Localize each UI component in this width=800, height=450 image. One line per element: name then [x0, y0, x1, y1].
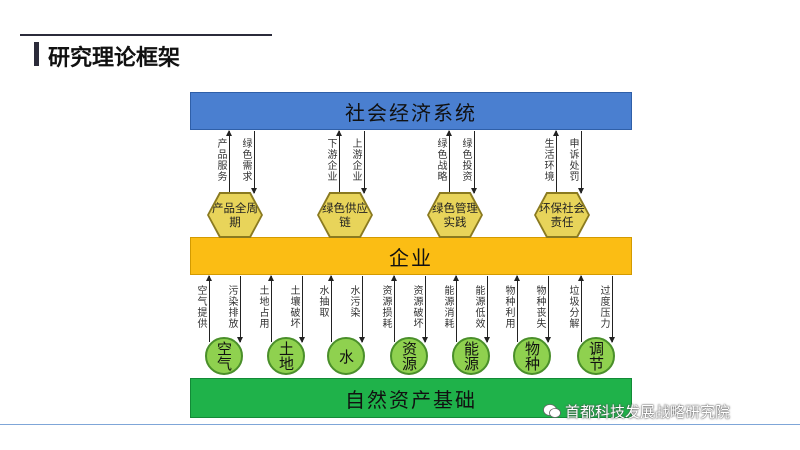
- circle-6: 物种: [513, 337, 551, 375]
- hexagon-down-label: 申诉处罚: [567, 138, 578, 182]
- arrow-down: [609, 276, 615, 343]
- hexagon-3: 绿色管理实践: [429, 194, 481, 236]
- arrow-up: [391, 275, 397, 342]
- arrow-up: [553, 130, 559, 193]
- hexagon-2: 绿色供应链: [319, 194, 371, 236]
- footer-rule: [0, 424, 800, 425]
- arrow-up: [226, 130, 232, 193]
- enterprise-band: 企业: [190, 237, 632, 275]
- arrow-up: [328, 275, 334, 342]
- hexagon-1: 产品全周期: [209, 194, 261, 236]
- circle-down-label: 物种丧失: [534, 285, 545, 329]
- arrow-down: [361, 131, 367, 194]
- arrow-down: [251, 131, 257, 194]
- circle-up-label: 土地占用: [257, 285, 268, 329]
- circle-7: 调节: [577, 337, 615, 375]
- arrow-down: [471, 131, 477, 194]
- circle-up-label: 垃圾分解: [567, 285, 578, 329]
- title-accent-bar: [34, 42, 39, 66]
- arrow-up: [453, 275, 459, 342]
- arrow-down: [237, 276, 243, 343]
- hexagon-up-label: 下游企业: [325, 138, 336, 182]
- hexagon-up-label: 生活环境: [542, 138, 553, 182]
- hexagon-down-label: 绿色投资: [460, 138, 471, 182]
- wechat-icon: [543, 404, 561, 419]
- arrow-down: [578, 131, 584, 194]
- circle-up-label: 空气提供: [195, 285, 206, 329]
- arrow-up: [514, 275, 520, 342]
- circle-2: 土地: [267, 337, 305, 375]
- slide-title: 研究理论框架: [48, 46, 181, 71]
- watermark: 首都科技发展战略研究院: [543, 401, 730, 422]
- socio-economic-system-band: 社会经济系统: [190, 92, 632, 130]
- hexagon-4: 环保社会责任: [536, 194, 588, 236]
- circle-up-label: 能源消耗: [442, 285, 453, 329]
- hexagon-up-label: 绿色战略: [435, 138, 446, 182]
- arrow-up: [268, 275, 274, 342]
- arrow-down: [299, 276, 305, 343]
- circle-down-label: 资源破坏: [411, 285, 422, 329]
- circle-up-label: 资源损耗: [380, 285, 391, 329]
- arrow-down: [545, 276, 551, 343]
- header-rule: [20, 34, 272, 36]
- circle-up-label: 水抽取: [317, 285, 328, 318]
- circle-5: 能源: [452, 337, 490, 375]
- arrow-down: [484, 276, 490, 343]
- circle-down-label: 过度压力: [598, 285, 609, 329]
- arrow-up: [206, 275, 212, 342]
- circle-down-label: 水污染: [348, 285, 359, 318]
- circle-down-label: 污染排放: [226, 285, 237, 329]
- arrow-down: [359, 276, 365, 343]
- hexagon-up-label: 产品服务: [215, 138, 226, 182]
- circle-down-label: 土壤破坏: [288, 285, 299, 329]
- circle-up-label: 物种利用: [503, 285, 514, 329]
- circle-1: 空气: [205, 337, 243, 375]
- circle-down-label: 能源低效: [473, 285, 484, 329]
- natural-asset-band: 自然资产基础: [190, 378, 632, 418]
- arrow-down: [422, 276, 428, 343]
- circle-3: 水: [327, 337, 365, 375]
- circle-4: 资源: [390, 337, 428, 375]
- arrow-up: [578, 275, 584, 342]
- watermark-text: 首都科技发展战略研究院: [565, 403, 731, 421]
- arrow-up: [446, 130, 452, 193]
- hexagon-down-label: 绿色需求: [240, 138, 251, 182]
- arrow-up: [336, 130, 342, 193]
- hexagon-down-label: 上游企业: [350, 138, 361, 182]
